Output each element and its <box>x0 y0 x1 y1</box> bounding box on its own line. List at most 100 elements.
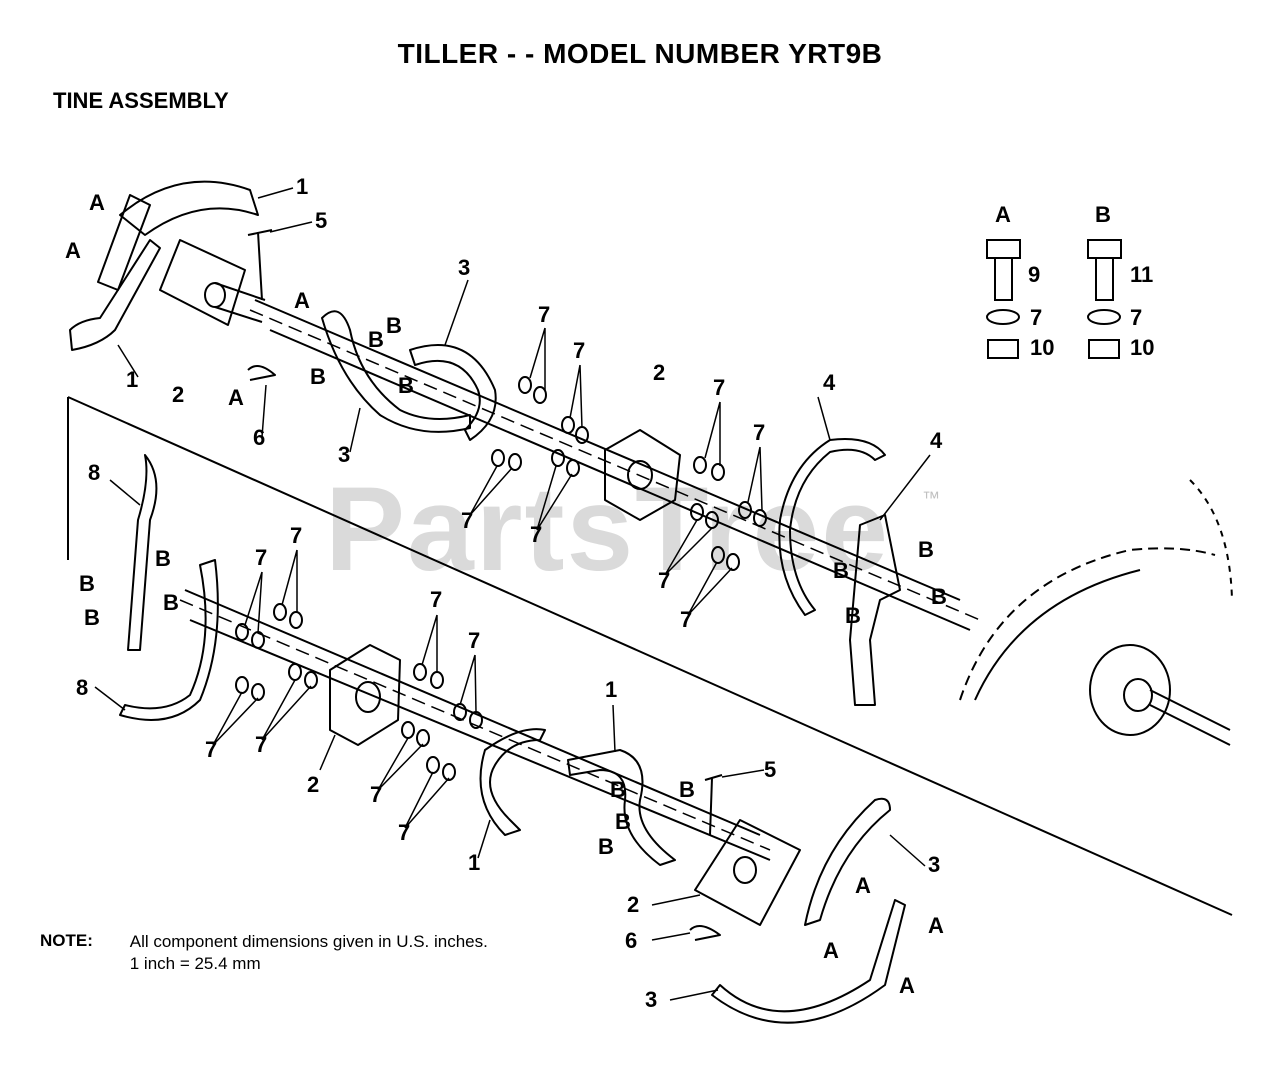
tiller-drive-shaft <box>1149 689 1231 746</box>
callout-8: 8 <box>76 675 88 700</box>
hub-2-top-tube <box>214 282 266 323</box>
callout-b: B <box>610 777 626 802</box>
callout-b: B <box>155 546 171 571</box>
callout-1: 1 <box>605 677 617 702</box>
callout-6: 6 <box>253 425 265 450</box>
page-title: TILLER - - MODEL NUMBER YRT9B <box>397 38 883 69</box>
note-label: NOTE: <box>40 931 93 950</box>
key-letter-a: A <box>995 202 1011 227</box>
upper-shaft <box>254 299 971 631</box>
note: NOTE: All component dimensions given in … <box>40 931 488 975</box>
callout-2: 2 <box>627 892 639 917</box>
callout-b: B <box>598 834 614 859</box>
key-letter-b: B <box>1095 202 1111 227</box>
callout-7: 7 <box>713 375 725 400</box>
tine-3-upper-a <box>321 310 471 433</box>
callout-b: B <box>833 558 849 583</box>
bolt-b-shank <box>1095 258 1114 301</box>
clevis-pin-5-lower <box>704 774 723 836</box>
tiller-hood-edge <box>1189 479 1233 601</box>
callout-7: 7 <box>468 628 480 653</box>
callout-7: 7 <box>430 587 442 612</box>
hub-plate-2-lower <box>329 644 401 746</box>
tine-3-upper-b <box>409 344 497 441</box>
note-line-1: All component dimensions given in U.S. i… <box>129 932 488 951</box>
callout-a: A <box>899 973 915 998</box>
callout-b: B <box>398 373 414 398</box>
tine-4-a <box>778 438 886 616</box>
key-a-washer-number: 7 <box>1030 305 1042 330</box>
upper-shaft-axis <box>249 309 981 621</box>
callout-1: 1 <box>126 367 138 392</box>
trademark-symbol: ™ <box>922 488 940 508</box>
hub-2-top-center <box>204 282 226 308</box>
note-text: All component dimensions given in U.S. i… <box>130 931 488 975</box>
bolt-a-head <box>986 239 1021 259</box>
callout-b: B <box>368 327 384 352</box>
callout-7: 7 <box>573 338 585 363</box>
tiller-hub <box>1089 644 1171 736</box>
callout-b: B <box>679 777 695 802</box>
tine-1-lower-a <box>479 728 546 836</box>
tine-3-lower-b <box>711 899 906 1024</box>
hub-2-lower-center <box>355 681 381 713</box>
callout-b: B <box>845 603 861 628</box>
clevis-pin-5-top <box>247 229 273 301</box>
key-a-nut-number: 10 <box>1030 335 1054 360</box>
callout-a: A <box>65 238 81 263</box>
tine-1-plate <box>97 194 151 291</box>
callout-7: 7 <box>658 568 670 593</box>
bolt-a-shank <box>994 258 1013 301</box>
section-title: TINE ASSEMBLY <box>53 88 229 113</box>
tine-4-b <box>849 514 901 706</box>
callout-4: 4 <box>823 370 836 395</box>
callout-3: 3 <box>645 987 657 1012</box>
callout-3: 3 <box>458 255 470 280</box>
callout-a: A <box>89 190 105 215</box>
callout-b: B <box>310 364 326 389</box>
callout-5: 5 <box>764 757 776 782</box>
callout-7: 7 <box>255 545 267 570</box>
tine-1-lower-b <box>567 749 676 866</box>
lower-shaft-axis <box>179 599 771 851</box>
callout-6: 6 <box>625 928 637 953</box>
callout-b: B <box>84 605 100 630</box>
tine-8-a <box>127 454 158 651</box>
tiller-housing-inner <box>974 569 1141 701</box>
washer-a <box>986 309 1020 325</box>
callout-7: 7 <box>530 522 542 547</box>
tine-1-bottom <box>69 239 161 351</box>
washers-7-lower <box>235 603 483 781</box>
callout-1: 1 <box>296 174 308 199</box>
callout-7: 7 <box>538 302 550 327</box>
tiller-housing <box>959 547 1216 701</box>
key-b-bolt-number: 11 <box>1130 262 1153 287</box>
washer-b <box>1087 309 1121 325</box>
nut-b <box>1088 339 1120 359</box>
callout-b: B <box>615 809 631 834</box>
callout-3: 3 <box>928 852 940 877</box>
callout-2: 2 <box>172 382 184 407</box>
callout-a: A <box>855 873 871 898</box>
callout-7: 7 <box>753 420 765 445</box>
leader-lines <box>94 187 931 1001</box>
tine-1-top <box>119 180 259 236</box>
callout-2: 2 <box>653 360 665 385</box>
hair-pin-6-top <box>247 365 276 381</box>
callout-7: 7 <box>290 523 302 548</box>
hub-plate-2-upper <box>604 429 681 521</box>
nut-a <box>987 339 1019 359</box>
callout-a: A <box>823 938 839 963</box>
callout-b: B <box>931 584 947 609</box>
callout-a: A <box>228 385 244 410</box>
hub-2-upper-center <box>627 460 653 490</box>
callout-2: 2 <box>307 772 319 797</box>
hub-plate-2-lower-right <box>694 819 801 926</box>
callout-8: 8 <box>88 460 100 485</box>
callout-b: B <box>918 537 934 562</box>
bolt-b-head <box>1087 239 1122 259</box>
tiller-hub-inner <box>1123 678 1153 712</box>
callout-5: 5 <box>315 208 327 233</box>
callout-a: A <box>928 913 944 938</box>
